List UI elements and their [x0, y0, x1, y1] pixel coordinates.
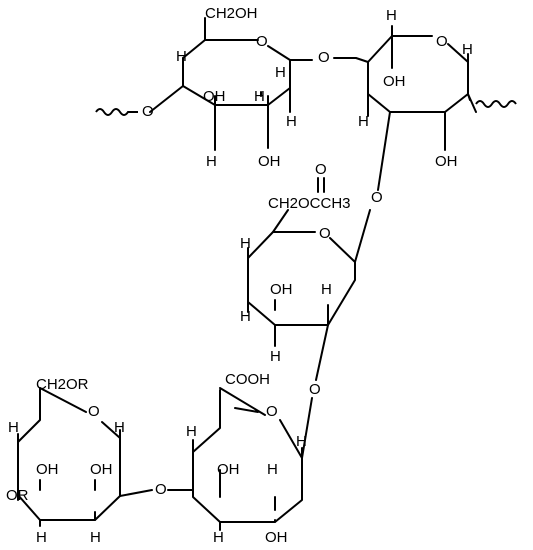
unit-5-or-c4-label: OR — [6, 487, 29, 504]
unit-3-ch2oaccr-label: CH2OCCH3 — [268, 195, 351, 212]
unit-5-ring-oxygen: O — [88, 403, 100, 420]
unit-1-ring-oxygen: O — [256, 33, 268, 50]
acetyl-carbonyl-oxygen: O — [315, 161, 327, 178]
unit-5-oh-c2-label: OH — [90, 461, 113, 478]
unit-1-oh-c2-label: OH — [258, 153, 281, 170]
unit-4-substituent-bonds — [167, 397, 313, 531]
unit-3-h-c2-label: H — [321, 281, 332, 298]
unit-1-h-c2-label: H — [254, 88, 265, 105]
unit-1-inner-bonds — [214, 95, 269, 106]
unit-4-oh-c3-label: OH — [217, 461, 240, 478]
unit-5-ring-bonds — [17, 387, 121, 521]
acetyl-carbonyl-bond — [317, 177, 325, 193]
unit-2-h-c1-label: H — [462, 41, 473, 58]
unit-1-h-c1-label: H — [275, 64, 286, 81]
unit-4-h-c1-label: H — [296, 433, 307, 450]
unit-2-oh-c2-label: OH — [435, 153, 458, 170]
unit-1-wavy-chain-end — [95, 108, 138, 116]
unit-3-h-c4-label: H — [240, 235, 251, 252]
unit-4-h-c3-label: H — [213, 529, 224, 546]
unit-3-ring-bonds — [247, 231, 356, 326]
unit-5-h-c1-label: H — [114, 419, 125, 436]
unit-5-h-c5-label: H — [8, 419, 19, 436]
unit-4-ring-oxygen: O — [266, 403, 278, 420]
unit-2-o-c3-label: O — [371, 189, 383, 206]
unit-1-ring-bonds — [182, 39, 291, 106]
unit-2-oh-c5-label: OH — [383, 73, 406, 90]
unit-3-ring — [247, 177, 371, 381]
unit-1-ring — [95, 17, 313, 151]
unit-1-glycosidic-oxygen: O — [142, 103, 154, 120]
unit-2-wavy-chain-end — [475, 100, 517, 108]
unit-3-h-c3-label: H — [240, 308, 251, 325]
unit-2-substituent-bonds — [333, 25, 477, 191]
unit-5-ring — [17, 387, 153, 527]
unit-2-ring — [333, 25, 517, 191]
atom-labels: CH2OH O H H OH H O H H OH O H O OH H H O… — [6, 5, 473, 546]
unit-5-oh-c3-label: OH — [36, 461, 59, 478]
unit-3-substituent-bonds — [247, 209, 371, 381]
unit-5-ch2or-label: CH2OR — [36, 376, 89, 393]
unit-1-h-c4-label: H — [176, 48, 187, 65]
unit-1-h-c3-label: H — [206, 153, 217, 170]
unit-2-ring-bonds — [367, 35, 469, 113]
unit-4-ring — [167, 387, 313, 531]
unit-2-ring-oxygen: O — [436, 33, 448, 50]
unit-3-h-c2b-label: H — [270, 348, 281, 365]
unit-3-o-c2-label: O — [309, 381, 321, 398]
unit-1-ch2oh-label: CH2OH — [205, 5, 258, 22]
unit-4-h-c2-label: H — [267, 461, 278, 478]
unit-4-h-c4-label: H — [186, 423, 197, 440]
unit-5-h-c2-label: H — [90, 529, 101, 546]
glycosidic-oxygen-4-5: O — [155, 481, 167, 498]
unit-3-ring-oxygen: O — [319, 225, 331, 242]
unit-2-h-c5-label: H — [386, 7, 397, 24]
unit-4-cooh-label: COOH — [225, 371, 270, 388]
unit-1-oh-c3-label: OH — [203, 88, 226, 105]
unit-3-oh-c3-label: OH — [270, 281, 293, 298]
unit-4-oh-c2-label: OH — [265, 529, 288, 546]
unit-1-substituent-bonds — [149, 17, 313, 151]
unit-5-substituent-bonds — [17, 387, 153, 527]
unit-4-ring-bonds — [192, 387, 303, 523]
glycosidic-oxygen-1-2: O — [318, 49, 330, 66]
unit-1-h-c1b-label: H — [286, 113, 297, 130]
unit-5-h-c4-label: H — [36, 529, 47, 546]
unit-2-h-c4-label: H — [358, 113, 369, 130]
